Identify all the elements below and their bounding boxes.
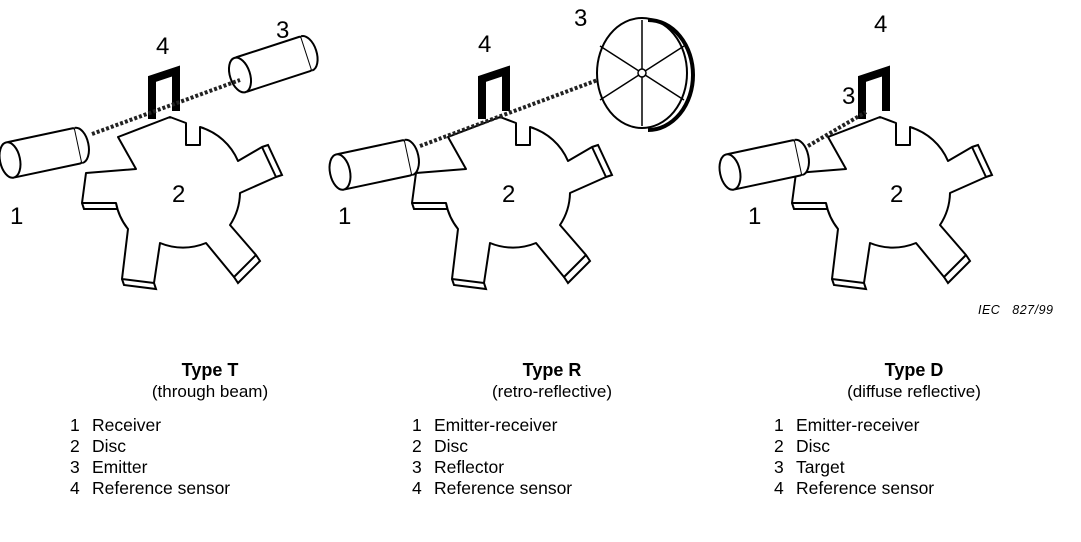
panel-type-t-drawing: 1 2 3 4	[0, 17, 323, 290]
callout-3: 3	[574, 5, 587, 32]
legend-title: Type T	[181, 360, 239, 380]
beam-line	[806, 110, 868, 148]
legend-title: Type D	[884, 360, 944, 380]
callout-3: 3	[276, 17, 289, 44]
callout-2: 2	[502, 181, 515, 208]
callout-2: 2	[890, 181, 903, 208]
legend-subtitle: (retro-reflective)	[492, 382, 612, 401]
reference-sensor-shape	[482, 71, 506, 119]
diagram-svg: 1 2 3 4 1 2 3 4 1 2 3 4	[0, 5, 993, 290]
diagram-figure: 1 2 3 4 1 2 3 4 1 2 3 4	[0, 5, 993, 290]
beam-line	[419, 66, 631, 148]
callout-3: 3	[842, 83, 855, 110]
callout-1: 1	[10, 203, 23, 230]
reflector-wheel	[596, 17, 695, 132]
legend-title: Type R	[522, 360, 582, 380]
figure-reference: IEC 827/99	[978, 303, 1054, 317]
callout-4: 4	[874, 11, 887, 38]
legend-subtitle: (through beam)	[151, 382, 269, 401]
callout-4: 4	[478, 31, 491, 58]
callout-1: 1	[748, 203, 761, 230]
panel-type-r-drawing: 1 2 3 4	[325, 5, 695, 290]
callout-2: 2	[172, 181, 185, 208]
emitter-receiver-cylinder	[325, 136, 423, 193]
panel-type-d-drawing: 1 2 3 4	[715, 11, 993, 290]
callout-1: 1	[338, 203, 351, 230]
legend-subtitle: (diffuse reflective)	[847, 382, 981, 401]
callout-4: 4	[156, 33, 169, 60]
beam-line	[91, 78, 241, 136]
emitter-cylinder	[223, 32, 323, 97]
receiver-cylinder	[0, 124, 93, 181]
